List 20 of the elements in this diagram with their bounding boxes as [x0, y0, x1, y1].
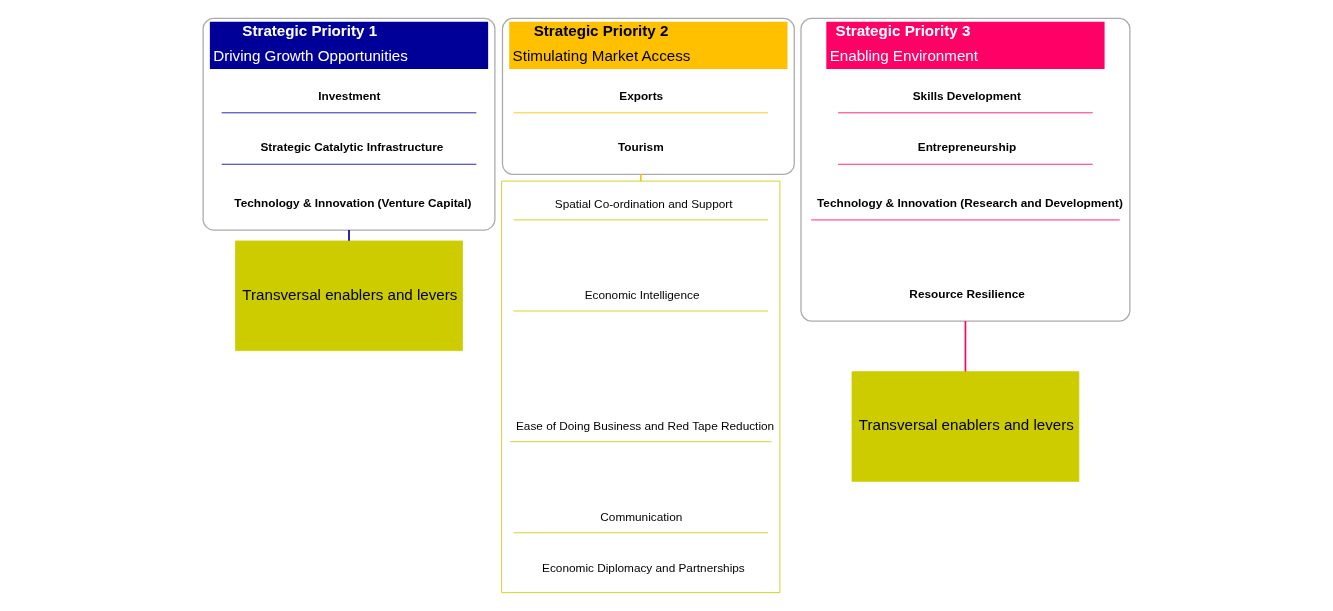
node-text: Ease of Doing Business and Red Tape Reduction: [515, 418, 775, 433]
cluster: [501, 180, 781, 594]
node-text: Economic Intelligence: [584, 287, 700, 302]
node-text: Technology & Innovation (Venture Capital): [234, 196, 472, 211]
node-text: Technology & Innovation (Research and Development): [817, 196, 1123, 211]
node-text: Exports: [619, 88, 664, 103]
node-text: Communication: [600, 509, 683, 524]
connector: [348, 229, 350, 242]
node-text: Strategic Catalytic Infrastructure: [260, 140, 444, 155]
node-text: Spatial Co-ordination and Support: [554, 196, 733, 211]
node-text: Resource Resilience: [909, 287, 1025, 302]
node-text: Skills Development: [912, 88, 1021, 103]
node-box: Transversal enablers and levers: [851, 371, 1080, 482]
connector: [964, 320, 967, 373]
node-text: Economic Diplomacy and Partnerships: [542, 561, 745, 576]
node-box: Transversal enablers and levers: [235, 240, 463, 352]
connector: [639, 173, 642, 182]
node-text: Tourism: [618, 140, 664, 155]
node-text: Entrepreneurship: [917, 140, 1017, 155]
node-text: Investment: [318, 88, 381, 103]
